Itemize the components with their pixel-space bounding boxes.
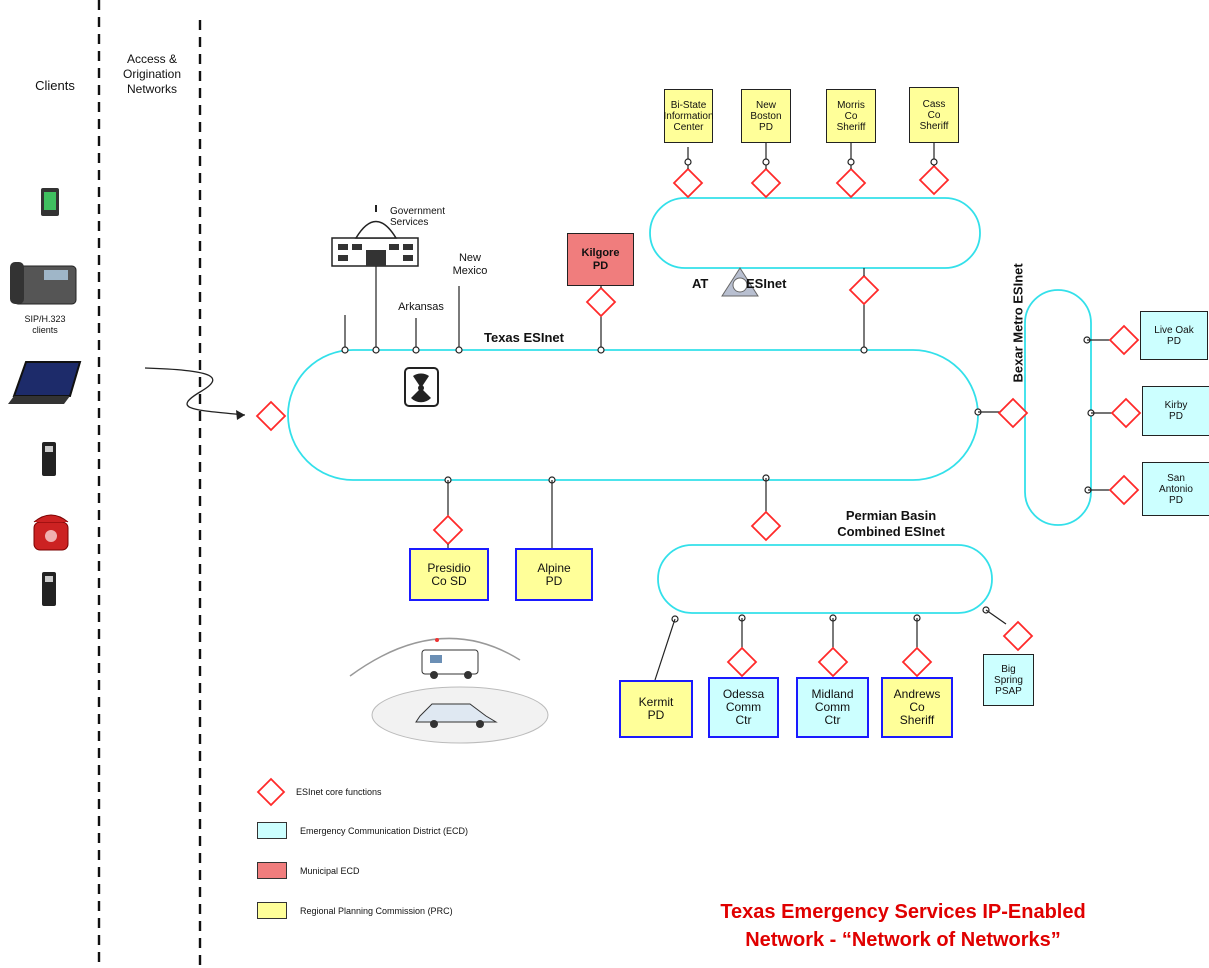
- core-diamond-atcog: [848, 274, 880, 306]
- radiation-hazard-icon: [404, 367, 439, 407]
- new-mexico-label: New Mexico: [452, 252, 488, 277]
- core-diamond-kilgore: [585, 286, 617, 318]
- mobile-phone-icon: [41, 188, 59, 216]
- atcog-esinet-label: ESInet: [746, 276, 787, 291]
- bexar-esinet-ring: [1024, 289, 1092, 526]
- psap-new-boston: New Boston PD: [741, 89, 791, 143]
- arkansas-label: Arkansas: [398, 301, 444, 313]
- legend-ecd-label: Emergency Communication District (ECD): [300, 826, 469, 836]
- atcog-logo-icon: [721, 267, 759, 297]
- psap-andrews: Andrews Co Sheriff: [881, 677, 953, 738]
- arrow-head-icon: [236, 410, 245, 420]
- permian-esinet-label: Permian Basin Combined ESInet: [837, 508, 945, 539]
- psap-big-spring: Big Spring PSAP: [983, 654, 1034, 706]
- psap-san-antonio: San Antonio PD: [1142, 462, 1209, 516]
- clients-column-label: Clients: [35, 78, 75, 93]
- texas-esinet-ring: [287, 349, 979, 481]
- legend-diamond-icon: [256, 777, 286, 807]
- legend-rpc-swatch: [257, 902, 287, 919]
- sip-clients-label: SIP/H.323 clients: [24, 314, 66, 335]
- laptop-icon: [8, 361, 82, 404]
- psap-kermit: Kermit PD: [619, 680, 693, 738]
- psap-alpine: Alpine PD: [515, 548, 593, 601]
- legend-municipal-label: Municipal ECD: [300, 866, 360, 876]
- atcog-prefix-label: AT: [692, 276, 709, 291]
- radio-handset-icon: [42, 572, 56, 606]
- psap-kilgore: Kilgore PD: [567, 233, 634, 286]
- atcog-esinet-ring: [649, 197, 981, 269]
- psap-kirby: Kirby PD: [1142, 386, 1209, 436]
- legend-municipal-swatch: [257, 862, 287, 879]
- psap-midland: Midland Comm Ctr: [796, 677, 869, 738]
- bexar-esinet-label: Bexar Metro ESInet: [1010, 263, 1026, 383]
- psap-bistate: Bi-State Information Center: [663, 89, 714, 143]
- psap-live-oak: Live Oak PD: [1140, 311, 1208, 360]
- permian-esinet-ring: [657, 544, 993, 614]
- psap-presidio: Presidio Co SD: [409, 548, 489, 601]
- government-building-icon: [331, 205, 419, 267]
- psap-odessa: Odessa Comm Ctr: [708, 677, 779, 738]
- radio-handset-icon: [42, 442, 56, 476]
- legend-ecd-swatch: [257, 822, 287, 839]
- red-phone-icon: [33, 514, 69, 551]
- diagram-title: Texas Emergency Services IP-Enabled Netw…: [720, 901, 1086, 951]
- government-services-label: Government Services: [390, 206, 446, 228]
- core-diamond-bexar: [997, 397, 1029, 429]
- psap-cass-co: Cass Co Sheriff: [909, 87, 959, 143]
- desk-phone-icon: [10, 262, 77, 305]
- access-networks-column-label: Access & Origination Networks: [122, 52, 182, 96]
- texas-esinet-label: Texas ESInet: [484, 330, 564, 345]
- core-diamond-permian: [750, 510, 782, 542]
- legend-core-label: ESInet core functions: [296, 787, 382, 797]
- emergency-vehicles-icon: [349, 637, 549, 744]
- legend-rpc-label: Regional Planning Commission (PRC): [300, 906, 453, 916]
- psap-morris-co: Morris Co Sheriff: [826, 89, 876, 143]
- access-link-arrow: [144, 367, 246, 416]
- core-diamond-access: [255, 400, 287, 432]
